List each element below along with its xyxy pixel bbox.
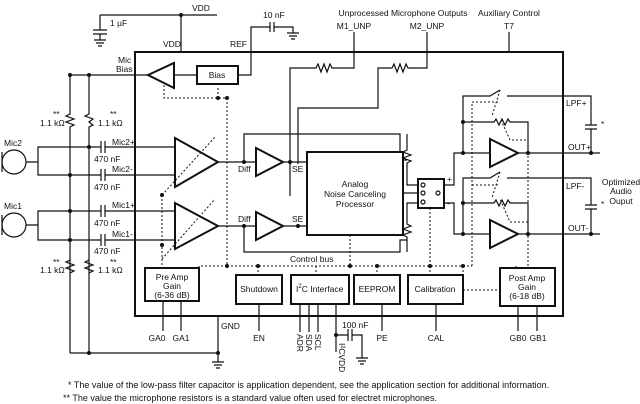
diff-label-1: Diff <box>238 164 251 174</box>
mic2-icon <box>1 149 27 175</box>
pin-scl: SCL <box>313 334 323 351</box>
eeprom-label: EEPROM <box>359 284 396 294</box>
cap-label-1: 470 nF <box>94 154 120 164</box>
anc-label-1: Analog <box>342 179 369 189</box>
postamp-gain-label-2: Gain <box>518 282 536 292</box>
res-mark-3: ** <box>53 257 60 267</box>
control-bus-label: Control bus <box>290 254 333 264</box>
res-label-4: 1.1 kΩ <box>98 265 123 275</box>
output-amp-plus <box>489 137 521 169</box>
mic1m-label: Mic1- <box>112 229 133 239</box>
anc-processor-block <box>306 151 404 236</box>
i2c-label: I2C Interface <box>296 284 344 294</box>
m1-unp-pin: M1_UNP <box>337 21 372 31</box>
output-switch <box>417 178 445 209</box>
preamp-gain-label-3: (6-36 dB) <box>154 290 190 300</box>
pin-i2cvdd: I²CVDD <box>337 343 347 372</box>
cap-label-2: 470 nF <box>94 182 120 192</box>
switch-plus: + <box>447 174 452 184</box>
mic1p-label: Mic1+ <box>112 200 135 210</box>
se-label-2: SE <box>292 214 304 224</box>
calibration-block <box>407 274 464 305</box>
preamp-mic1 <box>174 201 221 251</box>
diff-label-2: Diff <box>238 214 251 224</box>
pin-ga0: GA0 <box>148 333 165 343</box>
lpf-minus-label: LPF- <box>566 181 585 191</box>
mic-bias-label-1: Mic <box>118 55 132 65</box>
res-label-2: 1.1 kΩ <box>98 118 123 128</box>
footnote-1: * The value of the low-pass filter capac… <box>68 380 549 390</box>
diff-amp-1 <box>255 146 286 178</box>
res-mark-1: ** <box>53 109 60 119</box>
pin-en: EN <box>253 333 265 343</box>
pin-gb0: GB0 <box>509 333 526 343</box>
footnote-2: ** The value the microphone resistors is… <box>63 393 437 403</box>
preamp-gain-label-2: Gain <box>163 281 181 291</box>
preamp-gain-label-1: Pre Amp <box>156 272 189 282</box>
res-mark-2: ** <box>110 109 117 119</box>
pin-sda: SDA <box>304 334 314 352</box>
postamp-gain-label-1: Post Amp <box>509 273 546 283</box>
cap-label-4: 470 nF <box>94 246 120 256</box>
output-label-3: Ouput <box>609 196 633 206</box>
lpf-cap-mark-1: * <box>601 119 605 129</box>
shutdown-label: Shutdown <box>240 284 278 294</box>
vdd-pin-label: VDD <box>163 39 181 49</box>
preamp-gain-block <box>144 267 200 302</box>
output-label-1: Optimized <box>602 177 640 187</box>
mic2p-label: Mic2+ <box>112 137 135 147</box>
lpf-plus-label: LPF+ <box>566 98 587 108</box>
pin-pe: PE <box>376 333 388 343</box>
pin-ga1: GA1 <box>172 333 189 343</box>
out-minus-label: OUT- <box>568 223 588 233</box>
anc-label-3: Processor <box>336 199 374 209</box>
chip-outline <box>134 51 564 317</box>
anc-label-2: Noise Canceling <box>324 189 386 199</box>
cap-100nf-label: 100 nF <box>342 320 368 330</box>
pin-adr: ADR <box>295 334 305 352</box>
se-label-1: SE <box>292 164 304 174</box>
cap-label-3: 470 nF <box>94 218 120 228</box>
unprocessed-output-wiring <box>289 32 510 196</box>
mic-bias-label-2: Bias <box>116 64 133 74</box>
m2-unp-pin: M2_UNP <box>410 21 445 31</box>
output-amp-minus <box>489 218 521 250</box>
unprocessed-outputs-title: Unprocessed Microphone Outputs <box>339 8 468 18</box>
eeprom-block <box>353 274 401 305</box>
mic-bias-buffer <box>145 61 175 90</box>
ref-label: REF <box>230 39 247 49</box>
t7-pin: T7 <box>504 21 514 31</box>
res-label-1: 1.1 kΩ <box>40 118 65 128</box>
auxiliary-control-title: Auxiliary Control <box>478 8 540 18</box>
postamp-gain-label-3: (6-18 dB) <box>509 291 545 301</box>
i2c-interface-block <box>290 274 350 305</box>
mic1-icon <box>1 212 27 238</box>
cap-1uf-label: 1 µF <box>110 18 127 28</box>
vdd-label: VDD <box>192 3 210 13</box>
cap-10nf-label: 10 nF <box>263 10 285 20</box>
lpf-cap-mark-2: * <box>601 199 605 209</box>
mic2-label: Mic2 <box>4 138 22 148</box>
postamp-gain-block <box>499 267 556 307</box>
output-label-2: Audio <box>610 186 632 196</box>
mic2m-label: Mic2- <box>112 164 133 174</box>
out-plus-label: OUT+ <box>568 142 591 152</box>
res-label-3: 1.1 kΩ <box>40 265 65 275</box>
pin-cal: CAL <box>428 333 445 343</box>
res-mark-4: ** <box>110 257 117 267</box>
mic1-label: Mic1 <box>4 201 22 211</box>
pin-gnd: GND <box>221 321 240 331</box>
pin-gb1: GB1 <box>529 333 546 343</box>
diff-amp-2 <box>255 210 286 242</box>
calibration-label: Calibration <box>415 284 456 294</box>
preamp-mic2 <box>174 136 221 189</box>
bias-block-label: Bias <box>209 70 226 80</box>
